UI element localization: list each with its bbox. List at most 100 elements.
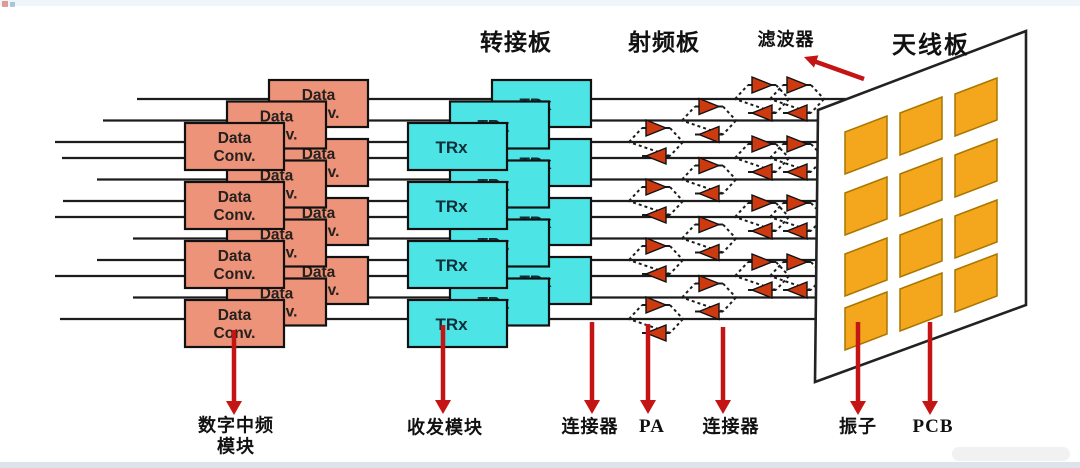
antenna-patch bbox=[954, 252, 998, 314]
trx-block bbox=[406, 239, 509, 290]
block-label: TRx bbox=[435, 197, 468, 216]
antenna-patch bbox=[954, 198, 998, 260]
pa-duplexer-symbol bbox=[722, 223, 737, 240]
pa-duplexer-symbol bbox=[669, 318, 684, 334]
pa-duplexer-symbol bbox=[775, 157, 790, 173]
lna-amplifier-icon bbox=[750, 280, 773, 300]
block-label: Conv. bbox=[214, 207, 256, 224]
antenna-patch bbox=[844, 114, 888, 176]
pa-amplifier-icon bbox=[786, 134, 809, 154]
pa-amplifier-icon bbox=[751, 252, 774, 272]
data-conv-block bbox=[183, 180, 286, 231]
block-label: Data bbox=[260, 109, 294, 126]
filter-symbol bbox=[769, 143, 784, 159]
lna-amplifier-icon bbox=[644, 323, 667, 343]
lna-amplifier-icon bbox=[644, 205, 667, 225]
lna-amplifier-icon bbox=[644, 146, 667, 166]
block-label: Data bbox=[260, 227, 294, 244]
corner-artifact bbox=[2, 1, 8, 7]
block-label: Data bbox=[302, 87, 336, 104]
lna-amplifier-icon bbox=[750, 103, 773, 123]
callout-arrow-head bbox=[435, 400, 451, 414]
block-label: Data bbox=[302, 146, 336, 163]
lna-amplifier-icon bbox=[697, 184, 720, 203]
filter-arrow-head bbox=[804, 55, 819, 68]
pa-duplexer-symbol bbox=[734, 143, 749, 159]
filter-arrow bbox=[814, 59, 865, 82]
pa-duplexer-symbol bbox=[669, 200, 684, 216]
lna-amplifier-icon bbox=[644, 264, 667, 284]
lna-amplifier-icon bbox=[750, 162, 773, 182]
callout-arrow-head bbox=[584, 400, 600, 414]
pa-duplexer-symbol bbox=[628, 304, 643, 320]
block-label: Data bbox=[302, 264, 336, 281]
lna-amplifier-icon bbox=[785, 221, 808, 241]
block-label: Data bbox=[260, 168, 294, 185]
pa-duplexer-symbol bbox=[669, 245, 684, 261]
pa-amplifier-icon bbox=[698, 97, 721, 116]
pa-amplifier-icon bbox=[786, 252, 809, 272]
pa-duplexer-symbol bbox=[681, 105, 696, 122]
pa-duplexer-symbol bbox=[669, 304, 684, 320]
antenna-patch bbox=[899, 271, 943, 333]
filter-symbol bbox=[769, 84, 784, 100]
trx-block bbox=[406, 121, 509, 172]
block-label: TRx bbox=[435, 315, 468, 334]
lna-amplifier-icon bbox=[785, 103, 808, 123]
antenna-patch bbox=[899, 217, 943, 279]
block-label: Data bbox=[218, 130, 252, 147]
pa-duplexer-symbol bbox=[669, 259, 684, 275]
pa-amplifier-icon bbox=[645, 295, 668, 315]
pa-duplexer-symbol bbox=[722, 178, 737, 195]
pa-duplexer-symbol bbox=[681, 282, 696, 299]
lna-amplifier-icon bbox=[697, 302, 720, 321]
block-label: Data bbox=[218, 189, 252, 206]
antenna-patch bbox=[954, 137, 998, 199]
trx-block bbox=[406, 180, 509, 231]
pa-duplexer-symbol bbox=[775, 216, 790, 232]
lna-amplifier-icon bbox=[697, 243, 720, 262]
pa-duplexer-symbol bbox=[628, 186, 643, 202]
pa-duplexer-symbol bbox=[681, 164, 696, 181]
pa-duplexer-symbol bbox=[628, 245, 643, 261]
callout-arrow-head bbox=[226, 401, 242, 415]
pa-amplifier-icon bbox=[786, 193, 809, 213]
pa-duplexer-symbol bbox=[681, 223, 696, 240]
pa-duplexer-symbol bbox=[722, 282, 737, 299]
pa-duplexer-symbol bbox=[722, 119, 737, 136]
block-label: TRx bbox=[435, 138, 468, 157]
pa-duplexer-symbol bbox=[722, 105, 737, 122]
top-edge-strip bbox=[0, 0, 1080, 6]
data-conv-block bbox=[183, 121, 286, 172]
pa-amplifier-icon bbox=[645, 118, 668, 138]
block-label: Data bbox=[218, 307, 252, 324]
pa-duplexer-symbol bbox=[722, 164, 737, 181]
pa-amplifier-icon bbox=[698, 156, 721, 175]
data-conv-block bbox=[183, 239, 286, 290]
pa-amplifier-icon bbox=[698, 274, 721, 293]
pa-amplifier-icon bbox=[751, 193, 774, 213]
pa-amplifier-icon bbox=[645, 177, 668, 197]
pa-amplifier-icon bbox=[698, 215, 721, 234]
pa-duplexer-symbol bbox=[669, 186, 684, 202]
pa-duplexer-symbol bbox=[669, 127, 684, 143]
pa-duplexer-symbol bbox=[722, 237, 737, 254]
trx-block bbox=[406, 298, 509, 349]
bottom-edge-strip bbox=[0, 462, 1080, 468]
pa-duplexer-symbol bbox=[734, 261, 749, 277]
pa-duplexer-symbol bbox=[722, 296, 737, 313]
pa-amplifier-icon bbox=[786, 75, 809, 95]
filter-symbol bbox=[769, 261, 784, 277]
block-label: Conv. bbox=[214, 148, 256, 165]
data-conv-block bbox=[183, 298, 286, 349]
antenna-patch bbox=[844, 175, 888, 237]
antenna-patch bbox=[899, 156, 943, 218]
lna-amplifier-icon bbox=[785, 280, 808, 300]
watermark-box bbox=[952, 447, 1070, 461]
block-label: Data bbox=[302, 205, 336, 222]
block-label: TRx bbox=[435, 256, 468, 275]
pa-duplexer-symbol bbox=[775, 98, 790, 114]
block-label: Conv. bbox=[214, 266, 256, 283]
callout-arrow-head bbox=[640, 400, 656, 414]
antenna-patch bbox=[844, 290, 888, 352]
